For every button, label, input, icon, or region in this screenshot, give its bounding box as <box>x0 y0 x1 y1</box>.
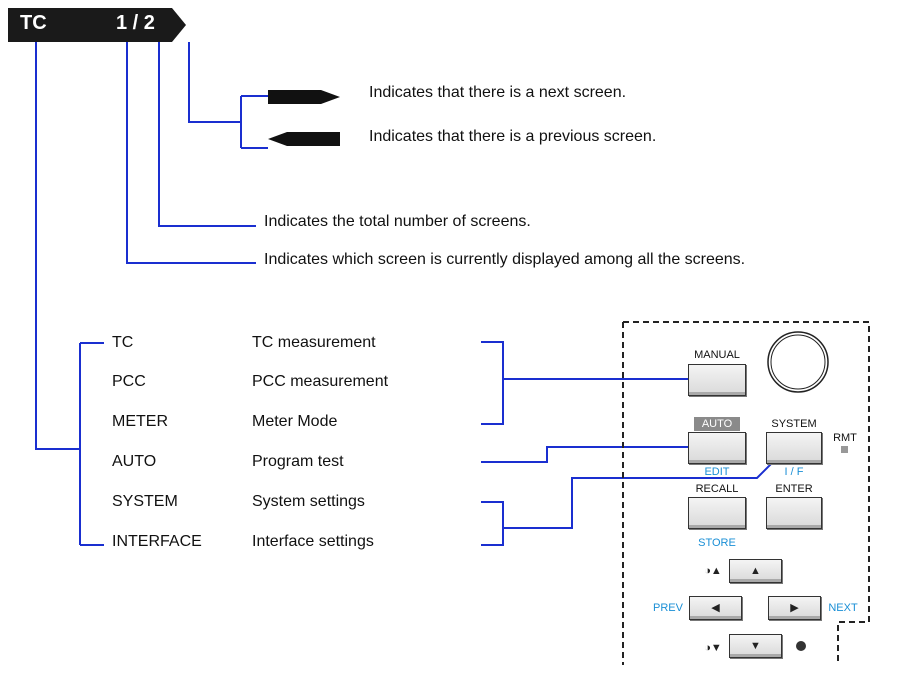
annotation-current: Indicates which screen is currently disp… <box>264 251 746 268</box>
next-screen-arrow <box>268 90 340 104</box>
mode-desc-meter: Meter Mode <box>252 413 338 430</box>
edit-label: EDIT <box>704 466 730 478</box>
leader-next-prev <box>188 42 268 149</box>
manual-label: MANUAL <box>694 349 740 361</box>
control-panel-outline <box>622 321 870 665</box>
mode-key-tc: TC <box>112 334 134 351</box>
up-key[interactable]: ▲ <box>729 559 782 583</box>
manual-key[interactable] <box>688 364 746 396</box>
bracket-system <box>481 454 781 546</box>
next-label: NEXT <box>828 602 858 614</box>
mode-desc-auto: Program test <box>252 453 344 470</box>
enter-key[interactable] <box>766 497 822 529</box>
dot-indicator <box>796 641 806 651</box>
mode-key-pcc: PCC <box>112 373 146 390</box>
prev-label: PREV <box>653 602 683 614</box>
right-key[interactable]: ▶ <box>768 596 821 620</box>
store-label: STORE <box>698 537 736 549</box>
left-arrow-icon: ◀ <box>711 602 720 614</box>
contrast-down-icon: ◑▼ <box>704 642 722 654</box>
mode-key-meter: METER <box>112 413 168 430</box>
up-arrow-icon: ▲ <box>750 565 761 577</box>
system-label: SYSTEM <box>771 418 817 430</box>
mode-desc-interface: Interface settings <box>252 533 374 550</box>
annotation-previous: Indicates that there is a previous scree… <box>369 128 657 145</box>
annotation-total: Indicates the total number of screens. <box>264 213 531 230</box>
header-tab <box>8 8 186 42</box>
jog-dial <box>767 331 829 393</box>
header-page-indicator: 1 / 2 <box>116 12 155 34</box>
mode-key-interface: INTERFACE <box>112 533 202 550</box>
mode-key-auto: AUTO <box>112 453 157 470</box>
mode-key-system: SYSTEM <box>112 493 178 510</box>
enter-label: ENTER <box>775 483 813 495</box>
mode-desc-system: System settings <box>252 493 365 510</box>
mode-desc-tc: TC measurement <box>252 334 376 351</box>
leader-total <box>158 42 256 227</box>
right-arrow-icon: ▶ <box>790 602 799 614</box>
leader-modes <box>35 42 104 546</box>
rmt-label: RMT <box>833 432 857 444</box>
left-key[interactable]: ◀ <box>689 596 742 620</box>
annotation-next: Indicates that there is a next screen. <box>369 84 627 101</box>
system-key[interactable] <box>766 432 822 464</box>
recall-key[interactable] <box>688 497 746 529</box>
leader-current <box>126 42 256 264</box>
previous-screen-arrow <box>268 132 340 146</box>
leader-auto <box>481 446 690 463</box>
down-arrow-icon: ▼ <box>750 640 761 652</box>
bracket-manual <box>481 341 690 425</box>
header-title: TC <box>20 12 47 34</box>
contrast-up-icon: ◑▲ <box>704 565 722 577</box>
down-key[interactable]: ▼ <box>729 634 782 658</box>
if-label: I / F <box>784 466 804 478</box>
auto-label: AUTO <box>693 417 741 431</box>
auto-key[interactable] <box>688 432 746 464</box>
mode-desc-pcc: PCC measurement <box>252 373 389 390</box>
rmt-lamp <box>841 446 848 453</box>
recall-label: RECALL <box>695 483 739 495</box>
